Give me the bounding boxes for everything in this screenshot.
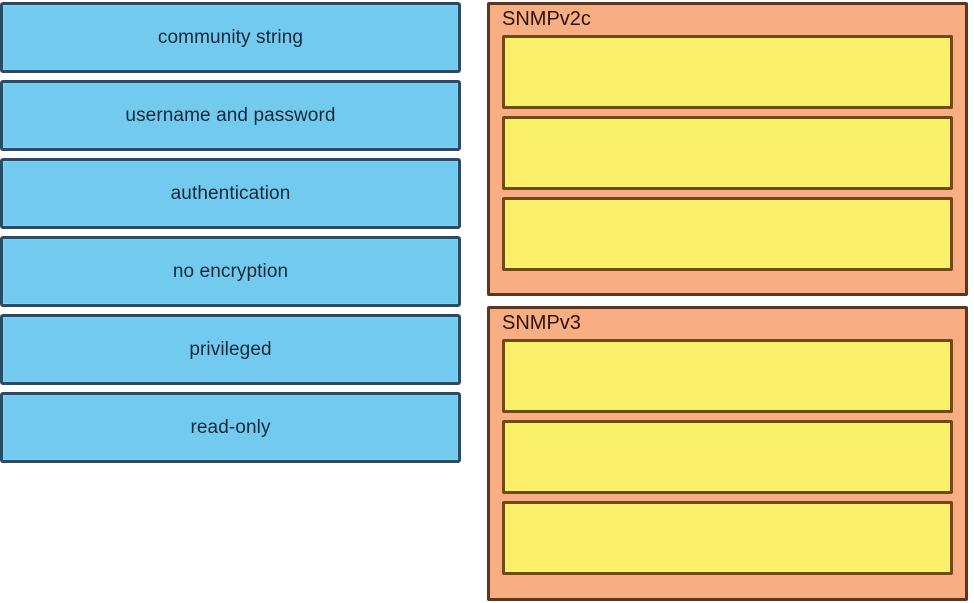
target-panel-snmpv3[interactable]: SNMPv3	[487, 306, 968, 601]
source-tile-no-encryption[interactable]: no encryption	[0, 236, 461, 307]
source-tile-column: community string username and password a…	[0, 2, 461, 463]
source-tile-authentication[interactable]: authentication	[0, 158, 461, 229]
target-panel-title: SNMPv2c	[502, 8, 591, 30]
source-tile-label: community string	[157, 27, 304, 48]
target-panel-snmpv2c[interactable]: SNMPv2c	[487, 2, 968, 296]
source-tile-label: authentication	[170, 183, 291, 204]
dropzone-snmpv2c-3[interactable]	[502, 197, 953, 271]
source-tile-label: read-only	[190, 417, 271, 438]
dropzone-stack-snmpv3	[502, 339, 953, 575]
source-tile-read-only[interactable]: read-only	[0, 392, 461, 463]
source-tile-label: username and password	[125, 105, 336, 126]
source-tile-username-and-password[interactable]: username and password	[0, 80, 461, 151]
source-tile-community-string[interactable]: community string	[0, 2, 461, 73]
dropzone-snmpv3-1[interactable]	[502, 339, 953, 413]
dropzone-snmpv3-3[interactable]	[502, 501, 953, 575]
target-panel-title: SNMPv3	[502, 312, 581, 334]
source-tile-label: privileged	[189, 339, 272, 360]
dropzone-snmpv3-2[interactable]	[502, 420, 953, 494]
dropzone-snmpv2c-2[interactable]	[502, 116, 953, 190]
dropzone-stack-snmpv2c	[502, 35, 953, 271]
source-tile-privileged[interactable]: privileged	[0, 314, 461, 385]
dropzone-snmpv2c-1[interactable]	[502, 35, 953, 109]
source-tile-label: no encryption	[172, 261, 289, 282]
